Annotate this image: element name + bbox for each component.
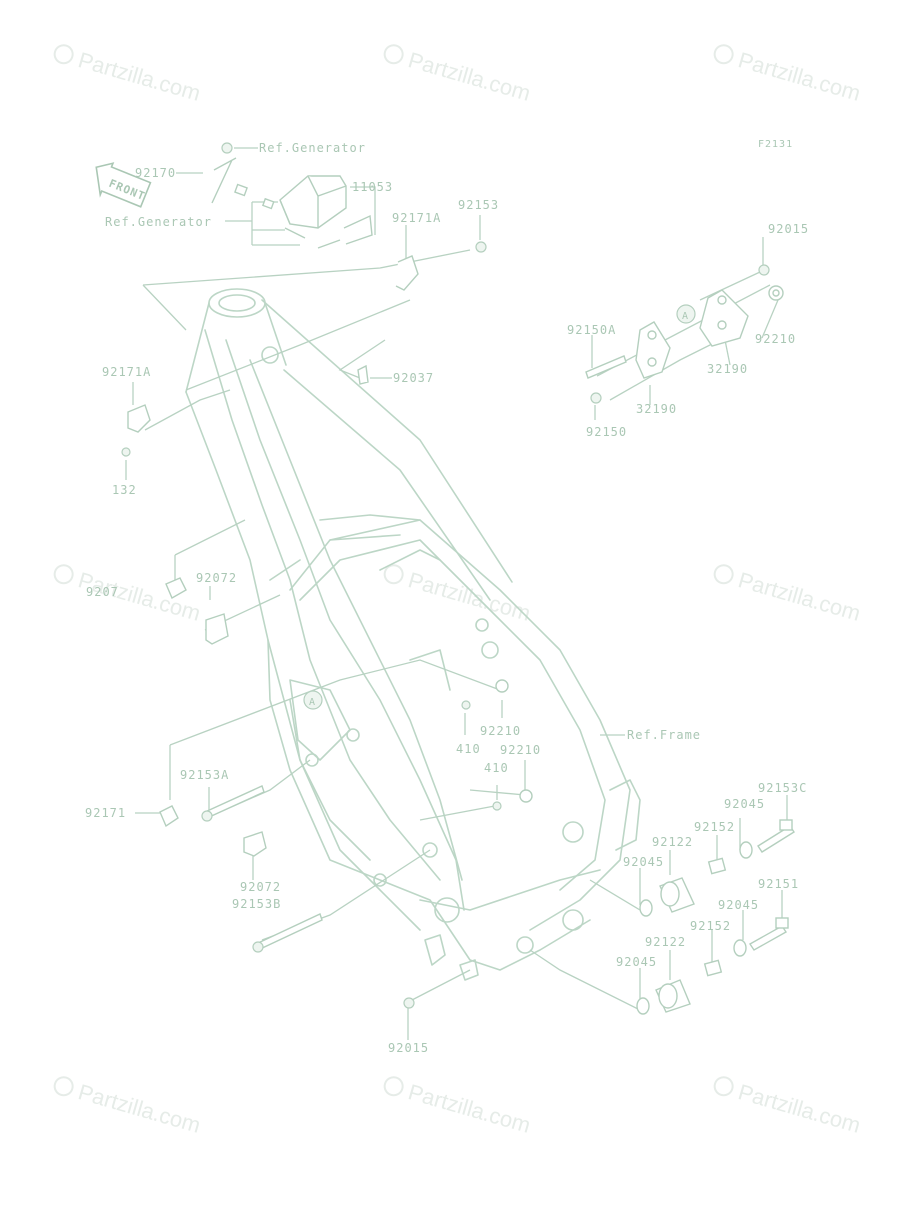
- watermark-text: Partzilla.com: [405, 47, 533, 106]
- label-92210: 92210: [755, 332, 796, 346]
- copyright-icon: [713, 564, 734, 585]
- copyright-icon: [53, 1076, 74, 1097]
- label-92171a: 92171A: [392, 211, 441, 225]
- label-92153: 92153: [458, 198, 499, 212]
- lower-left-parts: [159, 679, 533, 1009]
- label-92153a: 92153A: [180, 768, 229, 782]
- label-92152: 92152: [690, 919, 731, 933]
- label-92037: 92037: [393, 371, 434, 385]
- copyright-icon: [53, 44, 74, 65]
- label-9207: 9207: [86, 585, 119, 599]
- label-92151: 92151: [758, 877, 799, 891]
- label-92150a: 92150A: [567, 323, 616, 337]
- label-32190: 32190: [636, 402, 677, 416]
- ref-a-top: A: [682, 311, 689, 322]
- mount-bracket-b: [635, 321, 671, 379]
- copyright-icon: [53, 564, 74, 585]
- pivot-boss: [562, 821, 584, 843]
- copyright-icon: [713, 1076, 734, 1097]
- label-92045: 92045: [623, 855, 664, 869]
- mount-bracket-a: [699, 289, 749, 347]
- label-ref-generator: Ref.Generator: [105, 215, 212, 229]
- copyright-icon: [383, 1076, 404, 1097]
- part-labels: Ref.Generator 92170 Ref.Generator 11053 …: [85, 141, 809, 1055]
- label-92210: 92210: [500, 743, 541, 757]
- label-92152: 92152: [694, 820, 735, 834]
- label-92015: 92015: [388, 1041, 429, 1055]
- label-92150: 92150: [586, 425, 627, 439]
- label-92045: 92045: [616, 955, 657, 969]
- diagram-code: F2131: [758, 139, 793, 150]
- watermark-text: Partzilla.com: [75, 1079, 203, 1138]
- generator-parts: [211, 142, 347, 249]
- label-92171a: 92171A: [102, 365, 151, 379]
- watermark-text: Partzilla.com: [75, 47, 203, 106]
- copyright-icon: [383, 564, 404, 585]
- label-32190: 32190: [707, 362, 748, 376]
- front-arrow-icon: FRONT: [95, 162, 152, 208]
- label-92170: 92170: [135, 166, 176, 180]
- label-92045: 92045: [718, 898, 759, 912]
- label-92210: 92210: [480, 724, 521, 738]
- watermark-text: Partzilla.com: [735, 47, 863, 106]
- main-frame: A: [185, 288, 641, 981]
- steering-head: [208, 288, 266, 318]
- label-92015: 92015: [768, 222, 809, 236]
- lower-right-parts: [636, 819, 795, 1015]
- watermark-text: Partzilla.com: [735, 567, 863, 626]
- copyright-icon: [713, 44, 734, 65]
- label-92122: 92122: [652, 835, 693, 849]
- label-92072: 92072: [196, 571, 237, 585]
- clamp-parts-top: [121, 214, 487, 645]
- label-92072: 92072: [240, 880, 281, 894]
- ref-a-frame: A: [309, 697, 316, 708]
- label-410: 410: [456, 742, 481, 756]
- label-92153b: 92153B: [232, 897, 281, 911]
- label-11053: 11053: [352, 180, 393, 194]
- label-410: 410: [484, 761, 509, 775]
- label-92153c: 92153C: [758, 781, 807, 795]
- watermark-text: Partzilla.com: [405, 567, 533, 626]
- label-ref-generator: Ref.Generator: [259, 141, 366, 155]
- label-92122: 92122: [645, 935, 686, 949]
- label-ref-frame: Ref.Frame: [627, 728, 701, 742]
- label-92171: 92171: [85, 806, 126, 820]
- bolt-head: [221, 142, 233, 154]
- watermark-text: Partzilla.com: [405, 1079, 533, 1138]
- engine-mount-assembly: A: [585, 264, 784, 404]
- watermark-text: Partzilla.com: [735, 1079, 863, 1138]
- copyright-icon: [383, 44, 404, 65]
- label-132: 132: [112, 483, 137, 497]
- label-92045: 92045: [724, 797, 765, 811]
